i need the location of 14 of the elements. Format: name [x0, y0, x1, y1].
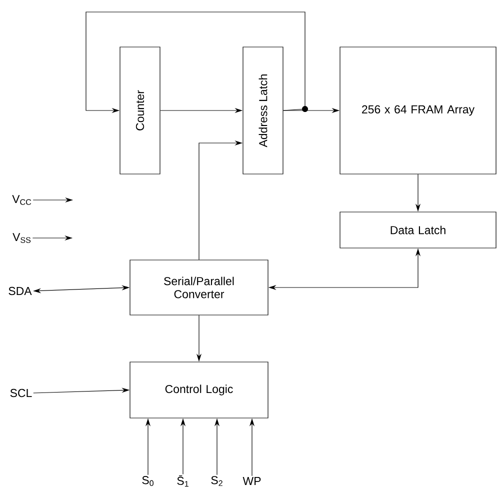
- pin-label: S$_{2}$: [211, 476, 222, 486]
- block-box: Serial/Parallel Converter: [130, 260, 268, 316]
- pin-label: S̄$_{1}$: [177, 475, 188, 487]
- pin-label: V$_{SS}$: [12, 233, 31, 243]
- block-box: 256 x 64 FRAM Array: [340, 46, 496, 174]
- pin-label: WP: [242, 477, 261, 485]
- block-box: Counter: [120, 46, 160, 174]
- pin-label: V$_{CC}$: [12, 195, 32, 205]
- pin-label: SCL: [10, 388, 32, 398]
- block-box: Control Logic: [130, 362, 268, 418]
- block-box: Address Latch: [242, 46, 284, 174]
- pin-label: S$_{0}$: [142, 476, 154, 486]
- block-box: Data Latch: [340, 212, 496, 248]
- pin-label: SDA: [8, 286, 32, 296]
